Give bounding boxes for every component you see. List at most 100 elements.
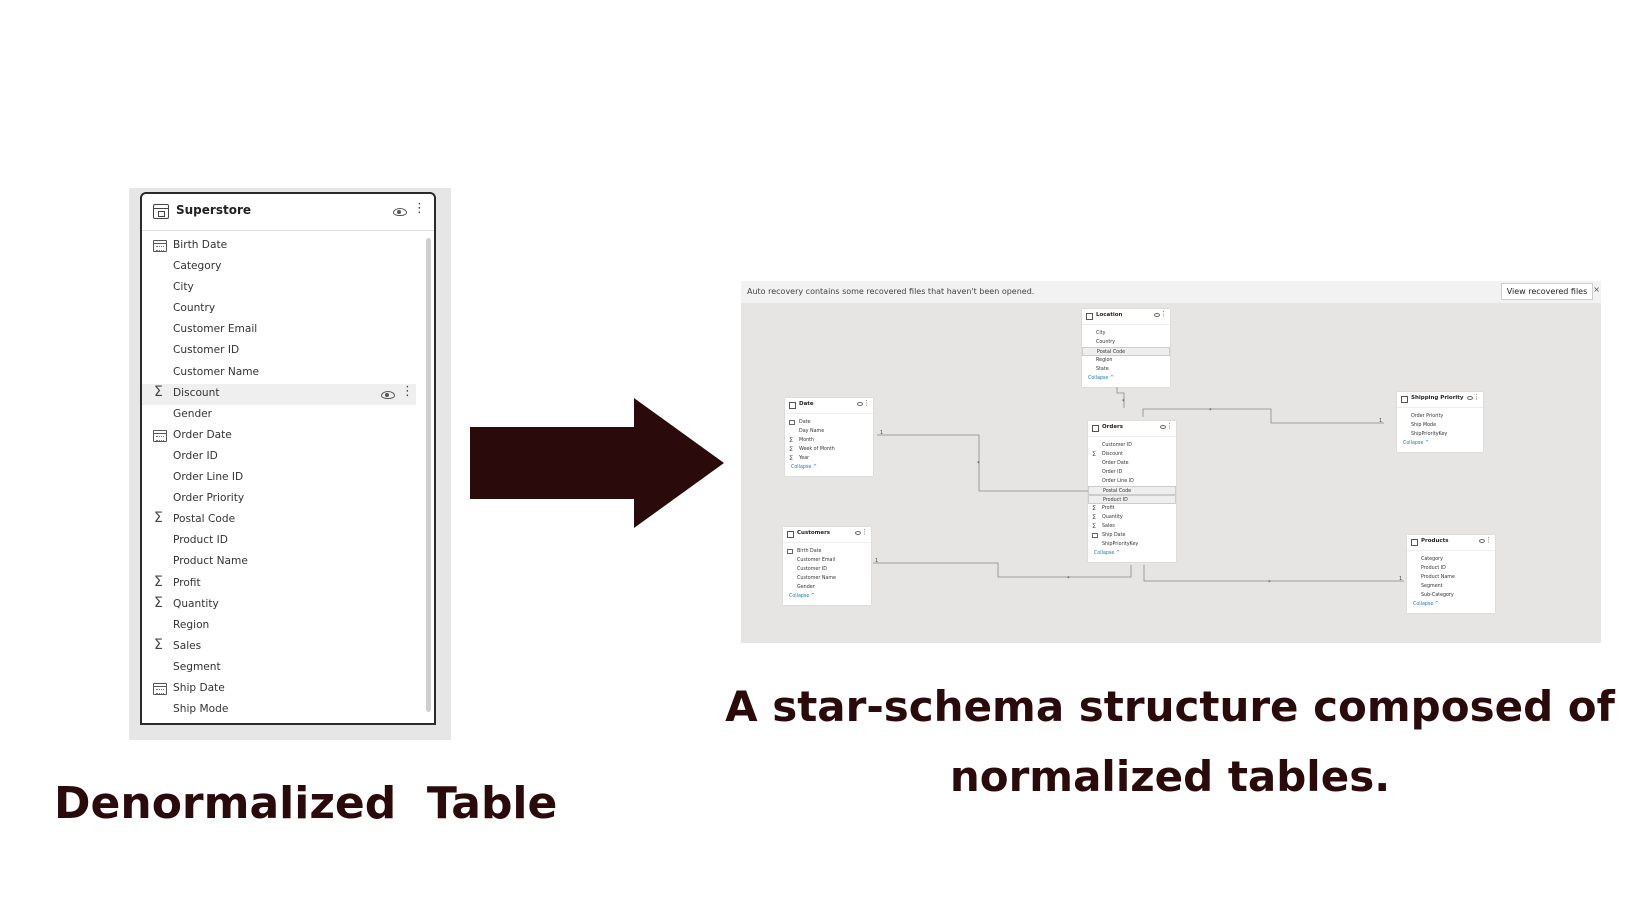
model-field-row[interactable]: Product ID (1407, 564, 1495, 573)
model-field-row[interactable]: Ship Date (1088, 531, 1176, 540)
collapse-link[interactable]: Collapse ^ (1397, 439, 1483, 449)
model-field-row[interactable]: Customer ID (783, 565, 871, 574)
scrollbar[interactable] (426, 238, 431, 712)
field-row[interactable]: Order Line ID (142, 468, 434, 489)
model-field-row[interactable]: State (1082, 365, 1170, 374)
collapse-link[interactable]: Collapse ^ (783, 592, 871, 602)
field-row[interactable]: Ship Mode (142, 700, 434, 721)
view-recovered-files-button[interactable]: View recovered files (1501, 283, 1593, 300)
model-field-row[interactable]: Ship Mode (1397, 421, 1483, 430)
more-options-icon[interactable]: ⋮ (863, 399, 870, 407)
collapse-link[interactable]: Collapse ^ (1082, 374, 1170, 384)
field-row[interactable]: Region (142, 616, 434, 637)
model-field-row[interactable]: Customer ID (1088, 441, 1176, 450)
model-field-row[interactable]: ShipPriorityKey (1397, 430, 1483, 439)
model-field-row[interactable]: Birth Date (783, 547, 871, 556)
model-field-row[interactable]: Gender (783, 583, 871, 592)
eye-icon[interactable] (1154, 313, 1160, 317)
model-field-row[interactable]: Product Name (1407, 573, 1495, 582)
model-field-row[interactable]: Day Name (785, 427, 873, 436)
field-row[interactable]: Ship Date (142, 679, 434, 700)
model-field-row[interactable]: Category (1407, 555, 1495, 564)
field-row[interactable]: Order ID (142, 447, 434, 468)
model-field-row[interactable]: Postal Code (1088, 486, 1176, 495)
model-field-row[interactable]: Customer Name (783, 574, 871, 583)
field-row[interactable]: City (142, 278, 434, 299)
eye-icon[interactable] (855, 531, 861, 535)
more-options-icon[interactable]: ⋮ (1485, 536, 1492, 544)
more-options-icon[interactable]: ⋮ (1473, 393, 1480, 401)
close-icon[interactable]: × (1593, 285, 1600, 294)
model-table-header[interactable]: Orders⋮ (1088, 421, 1176, 437)
model-field-label: Product ID (1103, 498, 1128, 503)
model-table-header[interactable]: Customers⋮ (783, 527, 871, 543)
model-table-header[interactable]: Shipping Priority⋮ (1397, 392, 1483, 408)
eye-icon[interactable] (1160, 425, 1166, 429)
model-field-row[interactable]: Sub-Category (1407, 591, 1495, 600)
model-field-row[interactable]: Region (1082, 356, 1170, 365)
more-options-icon[interactable]: ⋮ (1160, 310, 1167, 318)
model-field-row[interactable]: Country (1082, 338, 1170, 347)
field-row[interactable]: Customer ID (142, 341, 434, 362)
relationship-lines: 1 * 1 * 1 * 1 * 1 * (873, 372, 1404, 586)
eye-icon[interactable] (381, 390, 395, 399)
field-row[interactable]: Gender (142, 405, 434, 426)
model-field-row[interactable]: Date (785, 418, 873, 427)
field-row[interactable]: Customer Email (142, 320, 434, 341)
model-table-header[interactable]: Date⋮ (785, 398, 873, 414)
model-field-row[interactable]: Segment (1407, 582, 1495, 591)
field-row[interactable]: Country (142, 299, 434, 320)
model-field-row[interactable]: ShipPriorityKey (1088, 540, 1176, 549)
more-options-icon[interactable]: ⋮ (1166, 422, 1173, 430)
eye-icon[interactable] (1479, 539, 1485, 543)
model-table-header[interactable]: Location⋮ (1082, 309, 1170, 325)
cardinality-label: * (977, 461, 980, 467)
field-row[interactable]: Birth Date (142, 236, 434, 257)
eye-icon[interactable] (1467, 396, 1473, 400)
field-label: Product Name (173, 555, 248, 568)
model-field-row[interactable]: Customer Email (783, 556, 871, 565)
more-options-icon[interactable]: ⋮ (861, 528, 868, 536)
model-field-row[interactable]: Order Priority (1397, 412, 1483, 421)
collapse-link[interactable]: Collapse ^ (785, 463, 873, 473)
model-field-row[interactable]: Order Date (1088, 459, 1176, 468)
model-field-row[interactable]: Product ID (1088, 495, 1176, 504)
eye-icon[interactable] (857, 402, 863, 406)
model-field-row[interactable]: Order Line ID (1088, 477, 1176, 486)
model-field-row[interactable]: City (1082, 329, 1170, 338)
field-row[interactable]: Product Name (142, 552, 434, 573)
model-table-header[interactable]: Products⋮ (1407, 535, 1495, 551)
field-row[interactable]: Product ID (142, 531, 434, 552)
model-field-row[interactable]: Postal Code (1082, 347, 1170, 356)
field-row[interactable]: Segment (142, 658, 434, 679)
model-field-label: Order Priority (1411, 414, 1444, 419)
collapse-link[interactable]: Collapse ^ (1407, 600, 1495, 610)
model-field-label: Order Date (1102, 461, 1129, 466)
model-field-label: Birth Date (797, 549, 822, 554)
field-row[interactable]: Order Date (142, 426, 434, 447)
field-row[interactable]: Order Priority (142, 489, 434, 510)
collapse-link[interactable]: Collapse ^ (1088, 549, 1176, 559)
field-row[interactable]: Customer Name (142, 363, 434, 384)
field-row[interactable]: Category (142, 257, 434, 278)
model-field-row[interactable]: Order ID (1088, 468, 1176, 477)
eye-icon[interactable] (393, 208, 407, 216)
